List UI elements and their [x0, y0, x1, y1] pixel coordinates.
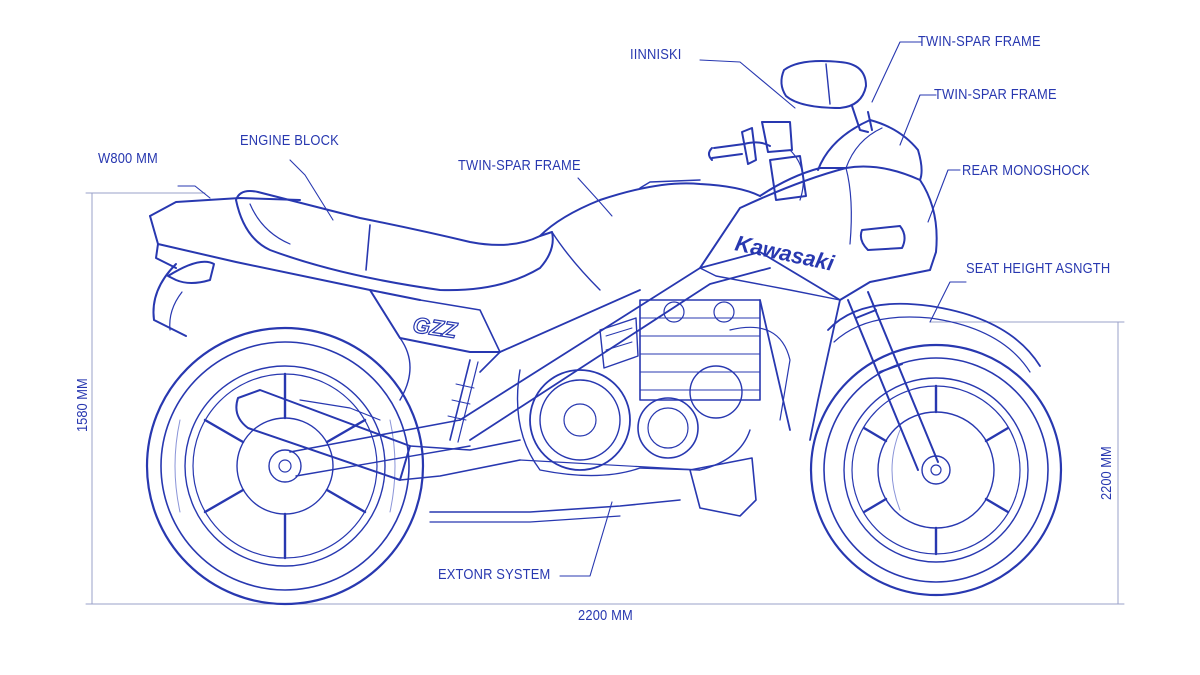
front-fork — [827, 291, 1041, 471]
dimension-width-top: W800 MM — [98, 150, 158, 167]
motorcycle-body — [145, 60, 1063, 606]
rear-shock — [447, 359, 479, 443]
dimension-height-right: 2200 MM — [1098, 446, 1115, 500]
dimension-height-left: 1580 MM — [74, 378, 91, 432]
label-rear-monoshock: REAR MONOSHOCK — [962, 162, 1090, 179]
mirror — [780, 60, 869, 133]
rear-wheel — [145, 326, 425, 606]
twin-spar-frame — [459, 251, 841, 441]
dimension-length-bottom: 2200 MM — [578, 607, 633, 624]
label-engine-block: ENGINE BLOCK — [240, 132, 339, 149]
side-panel — [369, 289, 501, 401]
leader-width — [177, 185, 211, 199]
front-wheel — [809, 343, 1063, 597]
label-twin-spar-top: TWIN-SPAR FRAME — [918, 33, 1041, 50]
label-seat-height: SEAT HEIGHT ASNGTH — [966, 260, 1111, 277]
leader-seat-height — [929, 281, 967, 323]
leader-twin-spar-right — [899, 94, 937, 146]
engine — [516, 299, 791, 477]
leader-exhaust — [559, 501, 613, 577]
dimension-lines — [85, 192, 1125, 605]
label-twin-spar-right: TWIN-SPAR FRAME — [934, 86, 1057, 103]
label-twin-spar-center: TWIN-SPAR FRAME — [458, 157, 581, 174]
leader-top-center — [699, 59, 796, 109]
label-top-center: IINNISKI — [630, 46, 682, 63]
tail-section — [149, 197, 421, 337]
side-badge-text: GZZ — [411, 312, 460, 343]
leader-twin-spar-top — [871, 41, 923, 103]
seat — [235, 190, 554, 292]
tank-logo-text: Kawasaki — [733, 230, 837, 275]
swingarm — [289, 399, 471, 477]
leader-engine-block — [289, 159, 334, 221]
front-fairing — [699, 165, 938, 301]
exhaust-system — [235, 389, 757, 523]
handlebar — [708, 121, 807, 201]
leader-rear-monoshock — [927, 169, 961, 223]
label-exhaust-system: EXTONR SYSTEM — [438, 566, 551, 583]
windscreen — [817, 111, 923, 181]
leader-lines — [177, 41, 967, 577]
fuel-tank — [539, 179, 761, 291]
